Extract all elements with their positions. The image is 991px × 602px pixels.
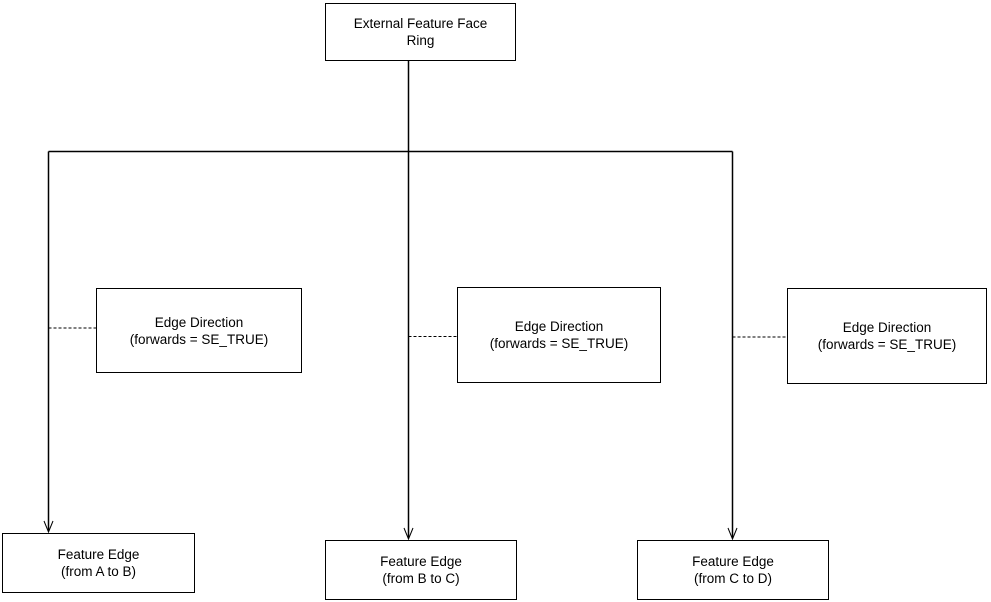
node-label-line1: Feature Edge xyxy=(380,554,462,569)
arrowhead-middle-icon xyxy=(403,527,414,541)
node-label-line2: (from C to D) xyxy=(693,571,772,586)
arrowhead-left-icon xyxy=(43,520,54,534)
node-label-line1: Edge Direction xyxy=(514,319,604,334)
edge-direction-box-1: Edge Direction (forwards = SE_TRUE) xyxy=(96,288,302,373)
node-label-line2: (from B to C) xyxy=(382,571,460,586)
node-label-line2: (forwards = SE_TRUE) xyxy=(489,336,629,351)
node-label-line1: External Feature Face xyxy=(353,16,488,31)
node-label-line1: Feature Edge xyxy=(57,547,140,562)
node-label-line1: Feature Edge xyxy=(692,554,774,569)
node-label-line1: Edge Direction xyxy=(154,314,244,330)
feature-edge-box-a-b: Feature Edge (from A to B) xyxy=(2,533,195,593)
arrowhead-right-icon xyxy=(727,527,738,541)
external-feature-face-ring-box: External Feature Face Ring xyxy=(325,3,516,61)
node-label-line2: (forwards = SE_TRUE) xyxy=(817,337,957,352)
edge-direction-box-3: Edge Direction (forwards = SE_TRUE) xyxy=(787,288,987,384)
feature-edge-box-c-d: Feature Edge (from C to D) xyxy=(637,540,829,600)
node-label-line1: Edge Direction xyxy=(842,320,932,335)
edge-direction-box-2: Edge Direction (forwards = SE_TRUE) xyxy=(457,287,661,383)
node-label-line2: (from A to B) xyxy=(60,564,137,579)
feature-edge-box-b-c: Feature Edge (from B to C) xyxy=(325,540,517,600)
node-label-line2: (forwards = SE_TRUE) xyxy=(129,331,269,347)
node-label-line2: Ring xyxy=(406,33,435,48)
